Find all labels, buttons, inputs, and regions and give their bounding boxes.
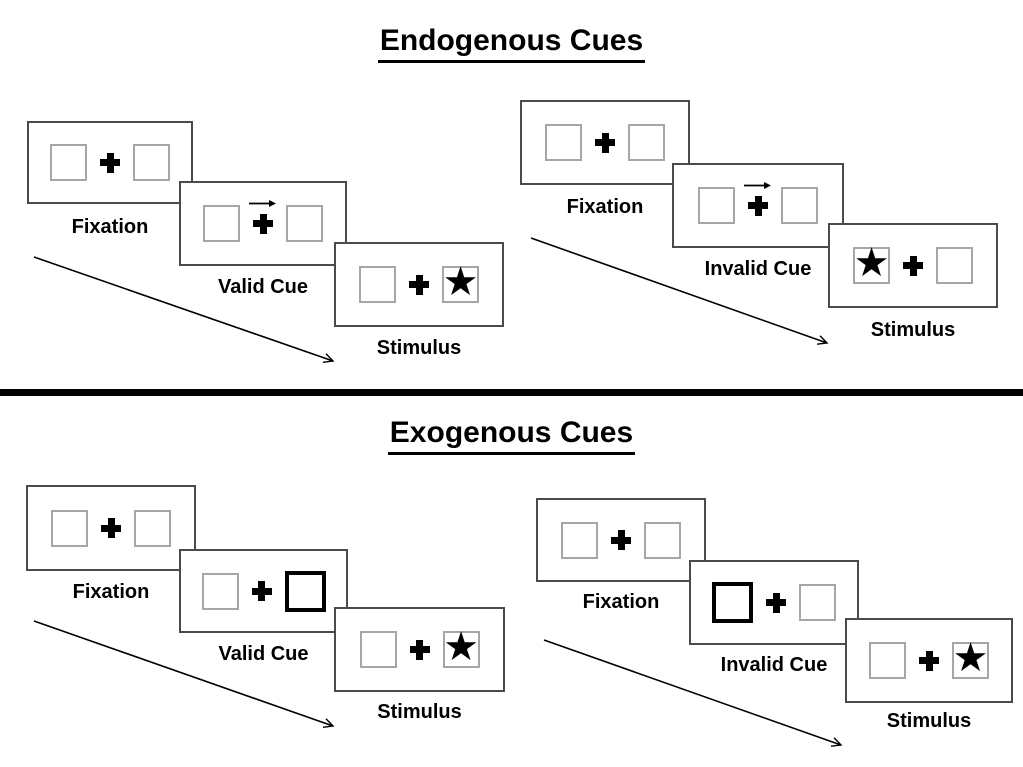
left-box (201, 572, 239, 610)
fixation-cross-icon (919, 650, 939, 671)
left-box (561, 521, 598, 559)
right-box (781, 187, 818, 224)
fixation-cross-icon (744, 181, 771, 216)
panel-label: Fixation (72, 581, 150, 603)
fixation-cross-icon (249, 199, 276, 234)
right-box-highlighted (284, 570, 326, 612)
right-box (133, 144, 170, 181)
timeline-arrow (33, 256, 346, 372)
exogenous-section-title: Exogenous Cues (0, 416, 1023, 455)
timeline-arrow (33, 620, 346, 736)
panel-label: Fixation (71, 216, 149, 238)
fixation-cross-icon (595, 132, 615, 153)
right-arrow-icon (249, 199, 276, 207)
left-box (359, 631, 397, 668)
panel-label: Stimulus (870, 319, 956, 341)
right-box (286, 205, 323, 242)
endo-invalid-fixation-panel (520, 100, 690, 185)
endo-valid-stimulus-panel: ★ (334, 242, 504, 327)
right-box (936, 247, 973, 284)
panel-label: Invalid Cue (720, 654, 828, 676)
left-box (545, 124, 582, 161)
star-icon: ★ (952, 635, 989, 681)
endogenous-title-text: Endogenous Cues (377, 24, 646, 63)
panel-label: Valid Cue (218, 643, 309, 665)
left-box (50, 144, 87, 181)
exo-invalid-fixation-panel (536, 498, 706, 582)
panel-label: Valid Cue (217, 276, 309, 298)
star-icon: ★ (442, 259, 479, 305)
endo-invalid-stimulus-panel: ★ (828, 223, 998, 308)
star-icon: ★ (853, 240, 890, 286)
panel-label: Stimulus (377, 701, 462, 723)
exo-invalid-stimulus-panel: ★ (845, 618, 1013, 703)
exo-valid-cue-panel (179, 549, 348, 633)
timeline-arrow (543, 639, 853, 755)
exo-valid-stimulus-panel: ★ (334, 607, 505, 692)
left-box (869, 642, 906, 679)
right-box-with-star: ★ (442, 624, 480, 670)
right-box-with-star: ★ (952, 635, 989, 681)
fixation-cross-icon (251, 581, 272, 601)
right-box-with-star: ★ (442, 259, 479, 305)
fixation-cross-icon (101, 518, 121, 538)
timeline-arrow (530, 237, 839, 353)
panel-label: Fixation (582, 591, 660, 613)
fixation-cross-icon (611, 530, 631, 550)
left-box-with-star: ★ (853, 240, 890, 286)
right-box (628, 124, 665, 161)
exo-invalid-cue-panel (689, 560, 859, 645)
panel-label: Invalid Cue (704, 258, 812, 280)
fixation-cross-icon (766, 592, 786, 613)
right-box (799, 584, 836, 621)
right-arrow-icon (744, 181, 771, 189)
endo-invalid-cue-panel (672, 163, 844, 248)
section-divider (0, 389, 1023, 396)
fixation-cross-icon (903, 255, 923, 276)
endogenous-section-title: Endogenous Cues (0, 24, 1023, 63)
endo-valid-fixation-panel (27, 121, 193, 204)
left-box (51, 509, 88, 547)
left-box (359, 266, 396, 303)
panel-label: Stimulus (886, 710, 972, 732)
right-box (134, 509, 171, 547)
star-icon: ★ (443, 624, 479, 670)
fixation-cross-icon (409, 639, 430, 660)
left-box-highlighted (712, 582, 753, 623)
left-box (203, 205, 240, 242)
exogenous-title-text: Exogenous Cues (387, 416, 636, 455)
exo-valid-fixation-panel (26, 485, 196, 571)
panel-label: Fixation (566, 196, 644, 218)
endo-valid-cue-panel (179, 181, 347, 266)
fixation-cross-icon (409, 274, 429, 295)
left-box (698, 187, 735, 224)
fixation-cross-icon (100, 152, 120, 173)
right-box (644, 521, 681, 559)
panel-label: Stimulus (376, 337, 462, 359)
